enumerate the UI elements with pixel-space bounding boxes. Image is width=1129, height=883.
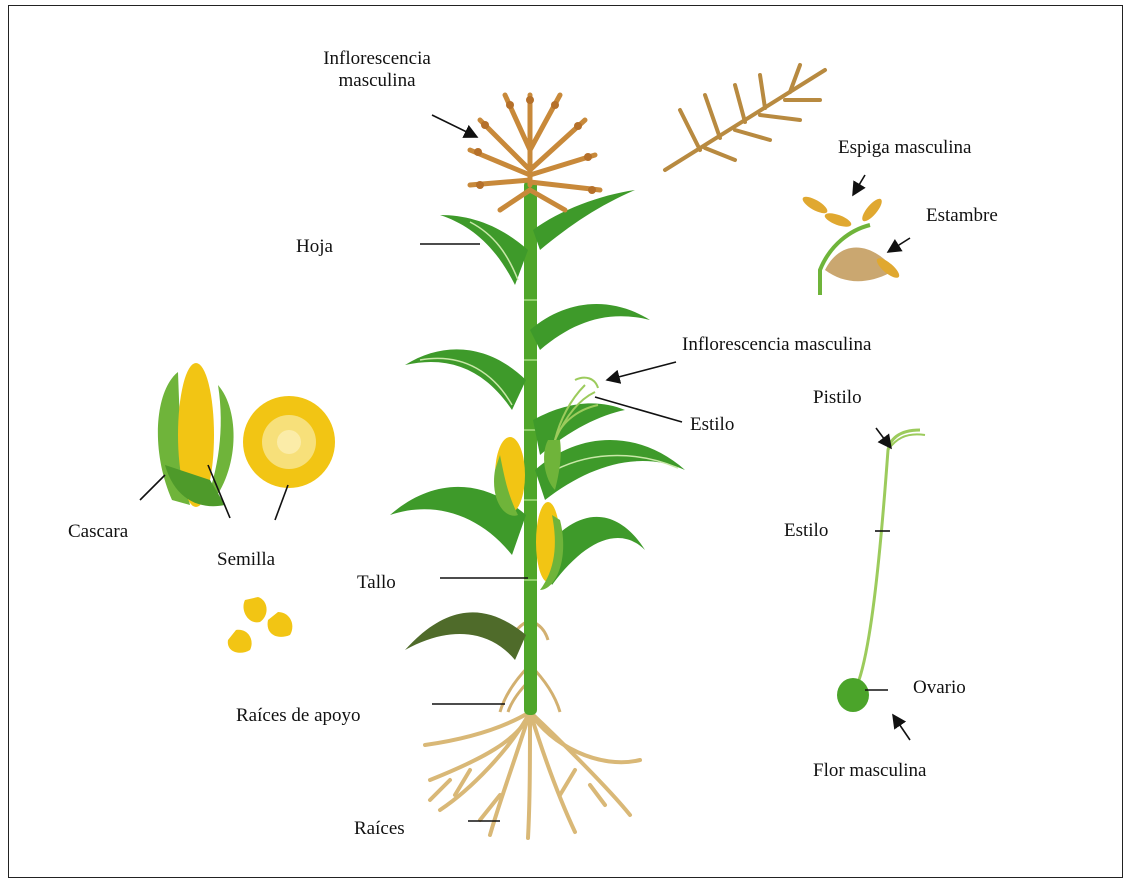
tassel	[470, 95, 600, 210]
label-raices-apoyo: Raíces de apoyo	[236, 705, 361, 727]
kernels	[228, 597, 293, 653]
label-pistilo: Pistilo	[813, 387, 862, 409]
pistil	[837, 430, 925, 712]
label-semilla: Semilla	[217, 549, 275, 571]
label-inflorescencia-top: Inflorescencia masculina	[302, 48, 452, 92]
inflorescence-detail	[665, 65, 825, 170]
label-flor-masculina: Flor masculina	[813, 760, 926, 782]
label-espiga-masculina: Espiga masculina	[838, 137, 972, 159]
leaves	[390, 190, 685, 660]
label-estilo-plant: Estilo	[690, 414, 734, 436]
spikelet-detail	[800, 194, 902, 295]
label-tallo: Tallo	[357, 572, 396, 594]
label-ovario: Ovario	[913, 677, 966, 699]
label-estambre: Estambre	[926, 205, 998, 227]
label-estilo-detail: Estilo	[784, 520, 828, 542]
corn-cob	[158, 363, 234, 507]
label-cascara: Cascara	[68, 521, 128, 543]
cob-cross-section	[243, 396, 335, 488]
roots	[425, 712, 640, 838]
label-hoja: Hoja	[296, 236, 333, 258]
stem	[524, 180, 537, 715]
label-inflorescencia-mid: Inflorescencia masculina	[682, 334, 871, 356]
label-raices: Raíces	[354, 818, 405, 840]
